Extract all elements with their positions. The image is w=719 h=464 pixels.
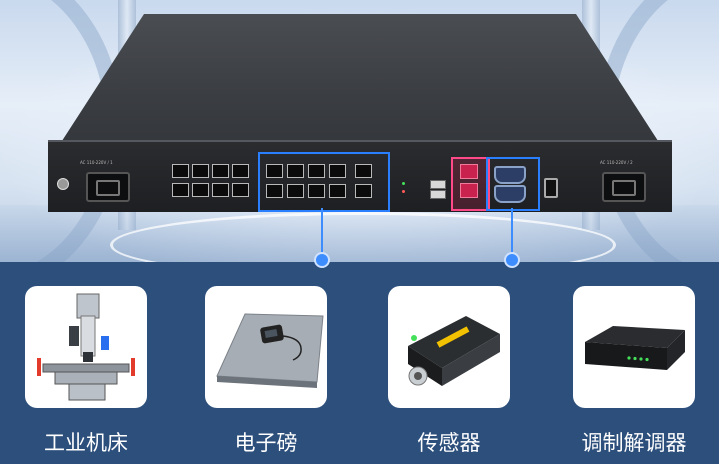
power-inlet-right [602,172,646,202]
rj-port [172,183,189,197]
rj-port [232,183,249,197]
application-card-electronic-scale [205,286,327,408]
rj-port [287,164,304,178]
status-led [402,190,405,193]
rj-port [308,184,325,198]
application-label: 电子磅 [234,431,298,455]
can-port [460,183,478,198]
connector-dot-left [314,252,330,268]
psu-left-label: AC 110-220V / 1 [80,160,113,165]
rs232-ports-highlight [486,157,540,211]
rj-port [308,164,325,178]
rj-port [355,184,372,198]
ground-screw-icon [57,178,69,190]
modem-icon [585,326,685,370]
connector-line-right [511,208,513,258]
power-inlet-left [86,172,130,202]
application-label: 传感器 [417,431,481,455]
can-port [460,164,478,179]
rj-port [329,164,346,178]
status-led [402,182,405,185]
sensor-icon [408,316,500,386]
rj-port [192,164,209,178]
connector-dot-right [504,252,520,268]
serial-ports-highlight [258,152,390,212]
db9-serial-port [494,166,526,184]
rj-port [287,184,304,198]
connector-line-left [321,208,323,258]
psu-right-label: AC 110-220V / 2 [600,160,633,165]
application-card-modem [573,286,695,408]
device-top-cover [60,14,660,144]
rj-port [266,184,283,198]
db9-serial-port [494,185,526,203]
rj-port [266,164,283,178]
application-card-sensor [388,286,510,408]
application-label: 调制解调器 [581,431,687,455]
rj-port [172,164,189,178]
electronic-scale-icon [216,313,324,388]
hdmi-port [544,178,558,198]
application-label: 工业机床 [44,431,128,455]
rj-port [192,183,209,197]
application-card-machine-tool [25,286,147,408]
milling-machine-icon [37,293,135,401]
usb-port [430,180,446,189]
rj-port [212,164,229,178]
rj-port [329,184,346,198]
rj-port [355,164,372,178]
rj-port [232,164,249,178]
rj-port [212,183,229,197]
usb-port [430,190,446,199]
